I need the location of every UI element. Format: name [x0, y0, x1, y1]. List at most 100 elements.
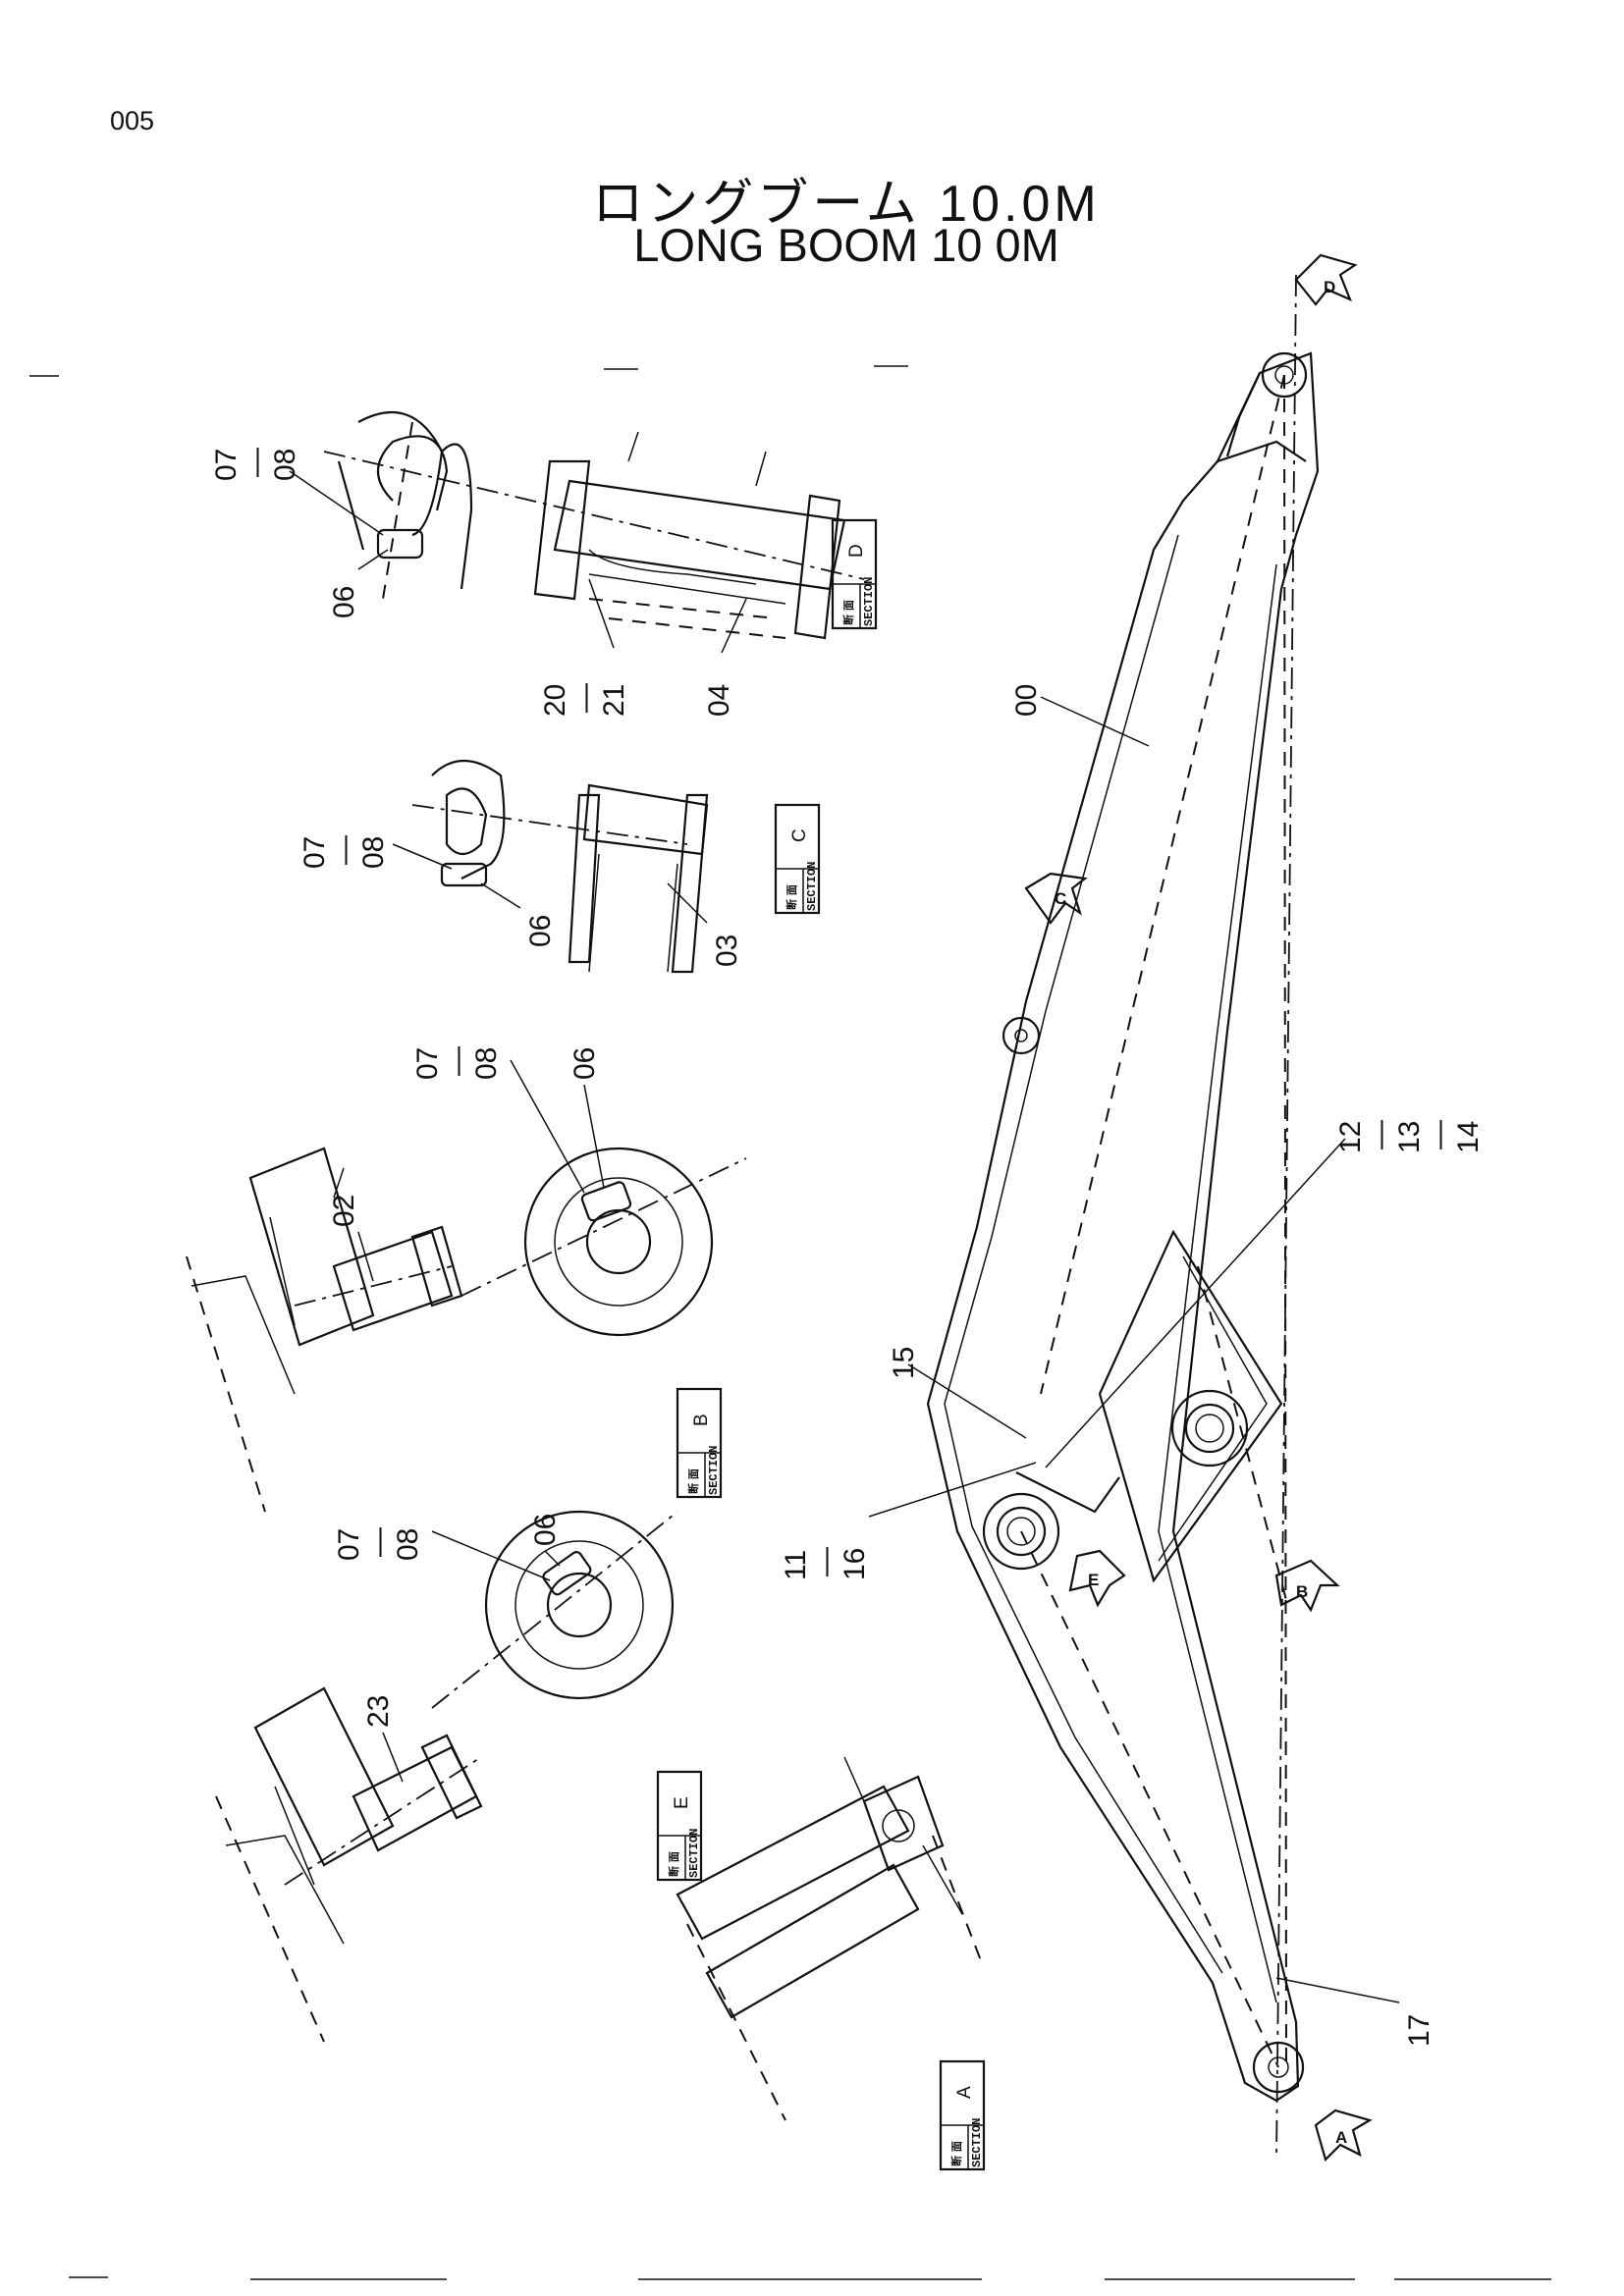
label-m-17: 17 [1403, 2014, 1435, 2047]
svg-text:21: 21 [598, 684, 630, 717]
svg-text:13: 13 [1393, 1121, 1426, 1153]
leader-b-06 [583, 1084, 605, 1189]
label-m-12-14: 12 — 13 — 14 [1334, 1120, 1485, 1153]
label-d-07-08: 07 — 08 [210, 448, 301, 481]
section-box-c: 断 面 SECTION C [774, 803, 821, 915]
svg-text:—: — [328, 835, 360, 865]
svg-text:C: C [789, 828, 810, 842]
label-m-15: 15 [888, 1347, 920, 1379]
svg-text:08: 08 [357, 836, 390, 869]
label-c-07-08: 07 — 08 [298, 835, 390, 869]
label-m-00: 00 [1010, 684, 1043, 717]
svg-text:14: 14 [1452, 1121, 1485, 1153]
leader-m-12 [1045, 1138, 1346, 1468]
leader-m-17 [1275, 1977, 1400, 2003]
svg-text:断 面: 断 面 [841, 600, 855, 625]
view-arrow-d: D [1294, 253, 1358, 306]
label-e-07-08: 07 — 08 [333, 1527, 424, 1561]
label-d-20-21: 20 — 21 [539, 683, 630, 717]
label-b-06: 06 [568, 1047, 601, 1080]
section-box-a: 断 面 SECTION A [939, 2059, 986, 2171]
svg-text:B: B [691, 1414, 712, 1426]
svg-text:11: 11 [780, 1550, 812, 1580]
leader-d-06 [357, 549, 389, 570]
label-c-03: 03 [711, 934, 743, 967]
svg-text:SECTION: SECTION [687, 1829, 701, 1878]
svg-text:A: A [954, 2086, 975, 2099]
section-a-detail [676, 1756, 983, 2121]
title-japanese: ロングブーム 10.0M [592, 176, 1101, 233]
svg-text:16: 16 [839, 1548, 871, 1580]
section-box-b: 断 面 SECTION B [676, 1387, 723, 1499]
label-b-07-08: 07 — 08 [411, 1046, 503, 1080]
svg-text:—: — [568, 683, 601, 713]
svg-text:SECTION: SECTION [707, 1446, 721, 1495]
view-arrow-c: C [1024, 872, 1088, 925]
boom-pins [982, 351, 1308, 2094]
svg-text:07: 07 [210, 449, 243, 481]
leader-d-08 [289, 470, 384, 536]
boom-center-lines [1020, 274, 1297, 2161]
svg-text:SECTION: SECTION [805, 862, 819, 911]
svg-text:D: D [1324, 278, 1335, 296]
leader-d-21 [588, 578, 615, 649]
svg-text:—: — [240, 448, 272, 477]
leader-m-00 [1040, 696, 1150, 747]
svg-text:断 面: 断 面 [686, 1468, 700, 1494]
svg-text:07: 07 [411, 1047, 444, 1080]
svg-text:A: A [1335, 2128, 1347, 2147]
svg-text:12: 12 [1334, 1121, 1367, 1153]
view-arrow-b: B [1274, 1559, 1340, 1613]
svg-text:—: — [1423, 1120, 1455, 1149]
leader-c-06 [480, 882, 521, 909]
scan-marks [29, 365, 1551, 2280]
svg-text:SECTION: SECTION [970, 2118, 984, 2167]
section-d-detail [323, 410, 865, 640]
section-b-detail [186, 1147, 747, 1513]
section-e-detail [215, 1510, 678, 2043]
page-number: 005 [110, 106, 155, 135]
svg-text:断 面: 断 面 [785, 884, 798, 910]
label-c-06: 06 [524, 915, 557, 947]
leader-c-03 [667, 882, 708, 924]
title-english: LONG BOOM 10 0M [633, 219, 1059, 271]
svg-text:SECTION: SECTION [862, 577, 876, 626]
svg-text:—: — [441, 1046, 473, 1076]
svg-text:C: C [1055, 889, 1066, 908]
label-e-23: 23 [362, 1695, 395, 1728]
label-e-06: 06 [529, 1514, 562, 1546]
leader-m-16 [868, 1462, 1037, 1518]
section-c-detail [411, 759, 709, 974]
svg-text:B: B [1296, 1582, 1308, 1601]
label-b-02: 02 [328, 1195, 360, 1227]
svg-text:E: E [1088, 1571, 1099, 1589]
label-d-06: 06 [328, 586, 360, 618]
leader-m-15 [907, 1363, 1027, 1439]
leader-d-04 [721, 598, 747, 654]
svg-text:E: E [672, 1796, 692, 1809]
leader-e-06 [544, 1550, 561, 1567]
section-box-d: 断 面 SECTION D [831, 518, 878, 630]
label-d-04: 04 [703, 684, 735, 717]
svg-text:断 面: 断 面 [949, 2141, 963, 2166]
label-m-11-16: 11 — 16 [780, 1547, 871, 1580]
section-box-e: 断 面 SECTION E [656, 1770, 703, 1882]
svg-text:07: 07 [333, 1528, 365, 1561]
leader-c-08 [392, 843, 453, 870]
svg-text:08: 08 [470, 1047, 503, 1080]
svg-text:08: 08 [392, 1528, 424, 1561]
svg-text:—: — [809, 1547, 841, 1576]
svg-text:D: D [846, 544, 867, 558]
svg-text:20: 20 [539, 684, 571, 717]
view-arrow-a: A [1314, 2109, 1373, 2163]
svg-text:—: — [1364, 1120, 1396, 1149]
svg-text:断 面: 断 面 [667, 1851, 680, 1877]
svg-text:07: 07 [298, 836, 331, 869]
svg-text:—: — [362, 1527, 395, 1557]
leader-b-08 [510, 1059, 585, 1194]
leader-b-02 [357, 1231, 374, 1282]
leader-e-08 [431, 1530, 551, 1581]
leader-e-23 [382, 1732, 404, 1783]
